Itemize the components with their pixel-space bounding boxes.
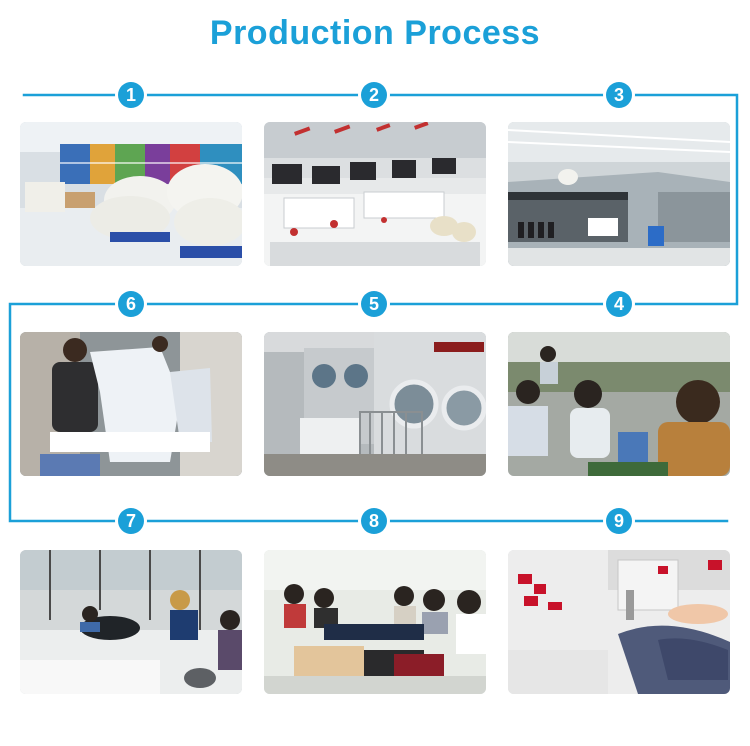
step-6-badge: 6	[118, 291, 144, 317]
knitting-machine-hall-photo	[508, 122, 730, 266]
step-2-badge: 2	[361, 82, 387, 108]
quality-inspection-photo	[20, 332, 242, 476]
step-7-badge: 7	[118, 508, 144, 534]
step-5-badge: 5	[361, 291, 387, 317]
linking-workers-photo	[508, 332, 730, 476]
step-8-badge: 8	[361, 508, 387, 534]
washing-machines-photo	[264, 332, 486, 476]
step-1-badge: 1	[118, 82, 144, 108]
page-title: Production Process	[209, 14, 541, 52]
ironing-station-photo	[20, 550, 242, 694]
yarn-winding-machine-photo	[264, 122, 486, 266]
yarn-warehouse-photo	[20, 122, 242, 266]
sewing-label-photo	[508, 550, 730, 694]
step-3-badge: 3	[606, 82, 632, 108]
step-4-badge: 4	[606, 291, 632, 317]
trimming-workers-photo	[264, 550, 486, 694]
step-9-badge: 9	[606, 508, 632, 534]
